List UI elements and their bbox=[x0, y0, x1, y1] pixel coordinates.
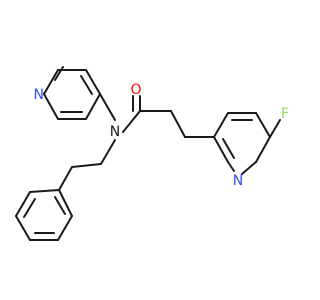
bond bbox=[58, 166, 73, 191]
bond bbox=[227, 161, 235, 172]
bond bbox=[222, 138, 235, 159]
bond bbox=[255, 112, 271, 138]
bonds bbox=[15, 66, 281, 241]
molecule-diagram: N N O F N bbox=[15, 66, 290, 241]
bond bbox=[15, 215, 31, 241]
bond bbox=[100, 139, 116, 165]
pyridine-nitrogen-top: N bbox=[34, 87, 44, 103]
bond bbox=[85, 93, 101, 120]
structure-canvas: N N O F N bbox=[15, 66, 290, 241]
bond bbox=[43, 93, 59, 120]
bond bbox=[54, 196, 66, 215]
bond bbox=[99, 93, 116, 121]
bond bbox=[57, 215, 73, 241]
bond bbox=[213, 112, 229, 138]
amide-nitrogen: N bbox=[110, 124, 120, 140]
bond bbox=[58, 189, 73, 217]
bond bbox=[80, 75, 93, 95]
bond bbox=[122, 110, 141, 133]
atom-labels: N N O F N bbox=[34, 82, 290, 189]
bond bbox=[213, 136, 229, 163]
bond bbox=[43, 69, 59, 95]
bond bbox=[269, 119, 281, 138]
pyridine-nitrogen-right: N bbox=[233, 173, 243, 189]
bond bbox=[170, 110, 186, 138]
fluorine-atom: F bbox=[281, 106, 289, 122]
bond bbox=[29, 189, 60, 193]
bond bbox=[255, 136, 271, 163]
bond bbox=[15, 191, 31, 217]
bond bbox=[23, 198, 36, 218]
bond bbox=[241, 161, 257, 175]
bond bbox=[85, 69, 101, 95]
bond bbox=[71, 163, 102, 168]
carbonyl-oxygen: O bbox=[130, 82, 141, 98]
